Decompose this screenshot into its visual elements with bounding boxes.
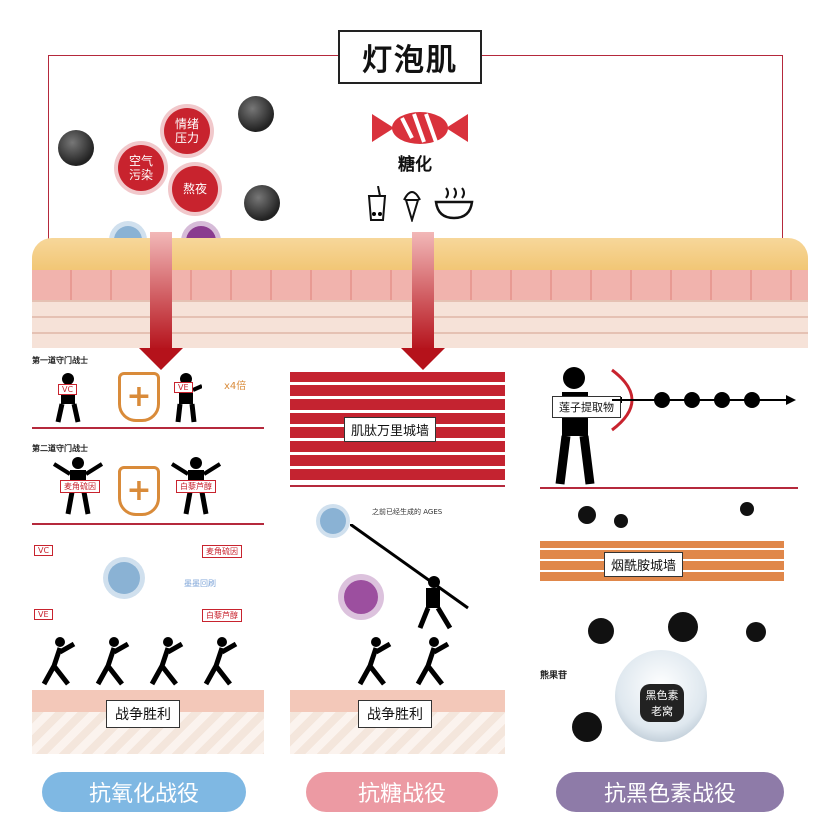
runner-figures-mid <box>357 637 450 686</box>
vc-soldier-figure <box>55 373 81 423</box>
black-virus-icon-4 <box>588 618 614 644</box>
drink-icon <box>367 186 387 221</box>
black-virus-icon-6 <box>746 622 766 642</box>
times-four-label: x4倍 <box>224 381 247 392</box>
badge-late-night: 熬夜 <box>172 166 218 212</box>
lotus-extract-label: 莲子提取物 <box>552 396 621 418</box>
vc-attack-tag: VC <box>34 545 54 556</box>
ages-virus-icon <box>320 508 346 534</box>
arrow-with-viruses <box>612 392 796 408</box>
hot-bowl-icon <box>434 187 474 220</box>
arbutin-label: 熊果苷 <box>540 671 568 681</box>
runner-figures-left <box>41 637 238 686</box>
pill-antimelanin: 抗黑色素战役 <box>556 772 784 812</box>
shield-icon: + <box>118 372 160 422</box>
pill-antioxidation-label: 抗氧化战役 <box>88 782 199 807</box>
blue-virus-center-icon <box>108 562 140 594</box>
arrow-left-shaft <box>150 232 172 350</box>
second-line-label: 第二道守门战士 <box>32 444 88 453</box>
black-virus-icon-1 <box>578 506 596 524</box>
glycation-label: 糖化 <box>398 155 432 175</box>
portrait-photo-stress <box>238 96 274 132</box>
niacinamide-wall-label: 烟酰胺城墙 <box>604 552 684 577</box>
first-line-label: 第一道守门战士 <box>32 356 88 365</box>
glycine-attack-tag: 麦角硫因 <box>202 545 242 558</box>
middle-attack-tag: 墨墨回刷 <box>184 579 216 588</box>
arrow-middle-head <box>401 348 445 370</box>
ground-line-2 <box>32 523 264 525</box>
resveratrol-attack-tag: 白藜芦醇 <box>202 609 242 622</box>
badge-air-pollution: 空气 污染 <box>118 145 164 191</box>
portrait-photo-city <box>58 130 94 166</box>
ice-cream-icon <box>403 191 421 222</box>
black-virus-icon-2 <box>614 514 628 528</box>
ve-attack-tag: VE <box>34 609 53 620</box>
vc-tag: VC <box>58 384 78 395</box>
glycine-tag: 麦角硫因 <box>60 480 100 493</box>
pill-antiglycation-label: 抗糖战役 <box>357 782 446 807</box>
ve-tag: VE <box>174 382 193 393</box>
carnosine-wall-label: 肌肽万里城墙 <box>344 417 437 442</box>
shield-icon-2: + <box>118 466 160 516</box>
victory-mid-label: 战争胜利 <box>358 700 432 728</box>
archer-figure <box>555 367 634 485</box>
portrait-photo-night <box>244 185 280 221</box>
purple-virus-mid-icon <box>344 580 378 614</box>
resveratrol-tag: 白藜芦醇 <box>176 480 216 493</box>
pill-antiglycation: 抗糖战役 <box>306 772 498 812</box>
black-virus-icon-7 <box>572 712 602 742</box>
victory-left-label: 战争胜利 <box>106 700 180 728</box>
ve-soldier-figure <box>175 373 202 423</box>
page-title: 灯泡肌 <box>338 30 482 84</box>
pill-antimelanin-label: 抗黑色素战役 <box>603 782 736 807</box>
ground-line-1 <box>32 427 264 429</box>
ages-note: 之前已经生成的 AGES <box>372 508 443 516</box>
arrow-left-head <box>139 348 183 370</box>
melanin-nest-label: 黑色素 老窝 <box>640 684 684 722</box>
arrow-middle-shaft <box>412 232 434 350</box>
candy-icon <box>372 112 468 144</box>
pill-antioxidation: 抗氧化战役 <box>42 772 246 812</box>
ground-line-right <box>540 487 798 489</box>
ground-line-mid <box>290 485 505 487</box>
black-virus-icon-5 <box>668 612 698 642</box>
badge-emotional-stress: 情绪 压力 <box>164 108 210 154</box>
black-virus-icon-3 <box>740 502 754 516</box>
spear-soldier-figure <box>350 524 469 630</box>
